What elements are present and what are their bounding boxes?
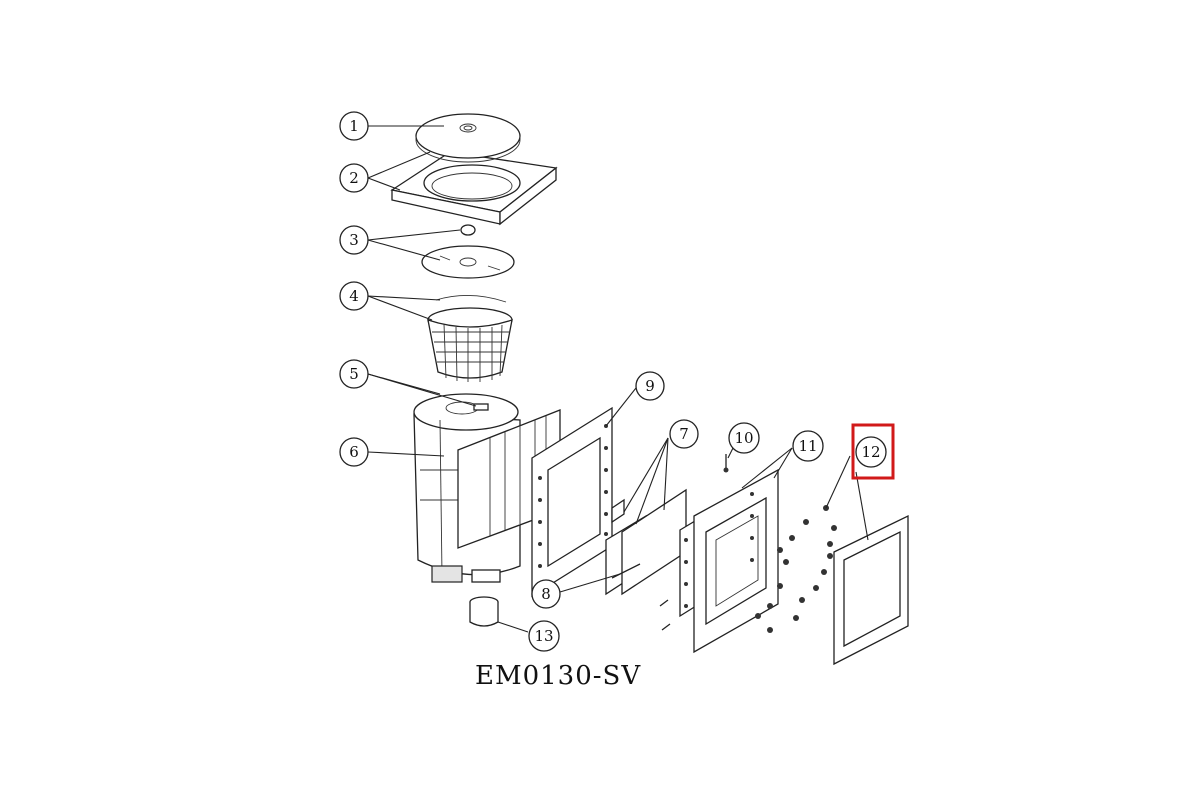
front-flange-part [531, 406, 613, 598]
callout-1: 1 [339, 111, 369, 141]
callout-number: 2 [349, 169, 359, 187]
deck-collar-part [390, 151, 558, 226]
callout-number: 8 [541, 585, 551, 603]
callout-5: 5 [339, 359, 369, 389]
callout-number: 6 [349, 443, 359, 461]
gasket-frame-part [679, 468, 779, 654]
basket-part [427, 295, 513, 382]
callout-12: 12 [855, 436, 887, 468]
lid-part [415, 113, 521, 163]
callout-3: 3 [339, 225, 369, 255]
callout-number: 7 [679, 425, 689, 443]
float-plate-part [421, 224, 515, 279]
callout-10: 10 [728, 422, 760, 454]
weir-part [605, 488, 687, 596]
callout-8: 8 [531, 579, 561, 609]
callout-12-highlight-box [851, 423, 895, 480]
callout-7: 7 [669, 419, 699, 449]
faceplate-screws [755, 505, 837, 633]
callout-4: 4 [339, 281, 369, 311]
callout-number: 4 [349, 287, 359, 305]
callout-2: 2 [339, 163, 369, 193]
leader-lines [367, 125, 869, 633]
faceplate-part [833, 514, 909, 666]
callout-9: 9 [635, 371, 665, 401]
callout-11: 11 [792, 430, 824, 462]
model-label: EM0130-SV [475, 661, 641, 691]
screw-set-part [659, 454, 729, 631]
callout-number: 1 [349, 117, 359, 135]
callout-13: 13 [528, 620, 560, 652]
callout-number: 3 [349, 231, 359, 249]
adapter-part [469, 596, 499, 627]
callout-number: 11 [798, 437, 817, 455]
callout-number: 12 [861, 443, 880, 461]
callout-6: 6 [339, 437, 369, 467]
callout-number: 10 [734, 429, 753, 447]
callout-number: 9 [645, 377, 655, 395]
callout-number: 13 [534, 627, 553, 645]
weir-pin-part [611, 563, 641, 579]
callout-number: 5 [349, 365, 359, 383]
